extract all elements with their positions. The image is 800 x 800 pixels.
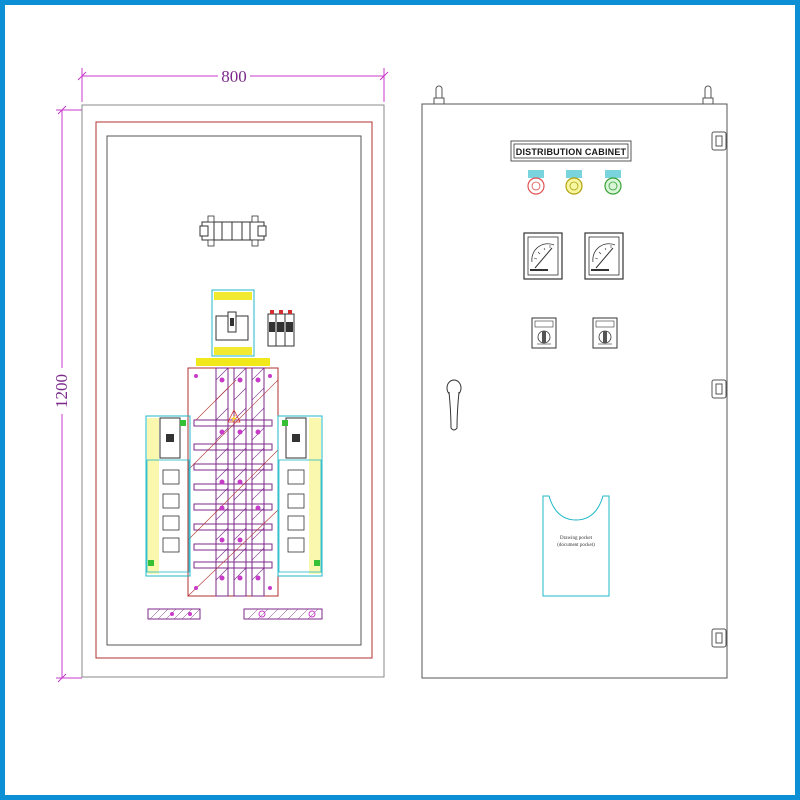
lamp-yellow-icon (565, 170, 583, 195)
warning-symbol: ⚡ (227, 409, 241, 423)
indicator-lamps (527, 170, 622, 195)
door-outline (421, 103, 728, 679)
nameplate: DISTRIBUTION CABINET (510, 140, 632, 162)
drawing-pocket-label-1: Drawing pocket (560, 536, 593, 541)
door-hinges (711, 131, 727, 648)
mounting-plate-outline (95, 121, 373, 659)
door-handle-icon (446, 379, 462, 431)
ammeter-icon (584, 232, 624, 280)
cabinet-interior-view (81, 104, 385, 678)
lifting-eye-right (702, 85, 714, 105)
surge-protector (267, 310, 295, 347)
left-breaker-column (145, 415, 191, 577)
terminal-block (199, 215, 267, 247)
cabinet-body-outline (81, 104, 385, 678)
drawing-pocket-label-2: (document pocket) (557, 543, 595, 548)
drawing-pocket: Drawing pocket (document pocket) (542, 495, 610, 597)
ammeter-selector-switch-icon (592, 317, 618, 349)
horizontal-busbars (193, 419, 273, 569)
busbar-hatching (215, 367, 265, 581)
earth-bar (243, 608, 323, 620)
width-dimension-label: 800 (221, 67, 247, 86)
width-dimension: 800 (77, 66, 389, 102)
lamp-green-icon (604, 170, 622, 195)
height-dimension: 1200 (52, 105, 82, 683)
nameplate-text: DISTRIBUTION CABINET (516, 147, 627, 157)
voltmeter-selector-switch-icon (531, 317, 557, 349)
busbar-assembly: ⚡ (187, 358, 279, 597)
voltmeter-icon (523, 232, 563, 280)
height-dimension-label: 1200 (52, 374, 71, 408)
cabinet-front-door (421, 85, 728, 679)
right-breaker-column (277, 415, 323, 577)
svg-text:⚡: ⚡ (230, 414, 239, 423)
neutral-bar (147, 608, 201, 620)
lifting-eye-left (433, 85, 445, 105)
main-incoming-breaker (211, 289, 255, 357)
mounting-plate-inner (106, 135, 362, 646)
lamp-red-icon (527, 170, 545, 195)
